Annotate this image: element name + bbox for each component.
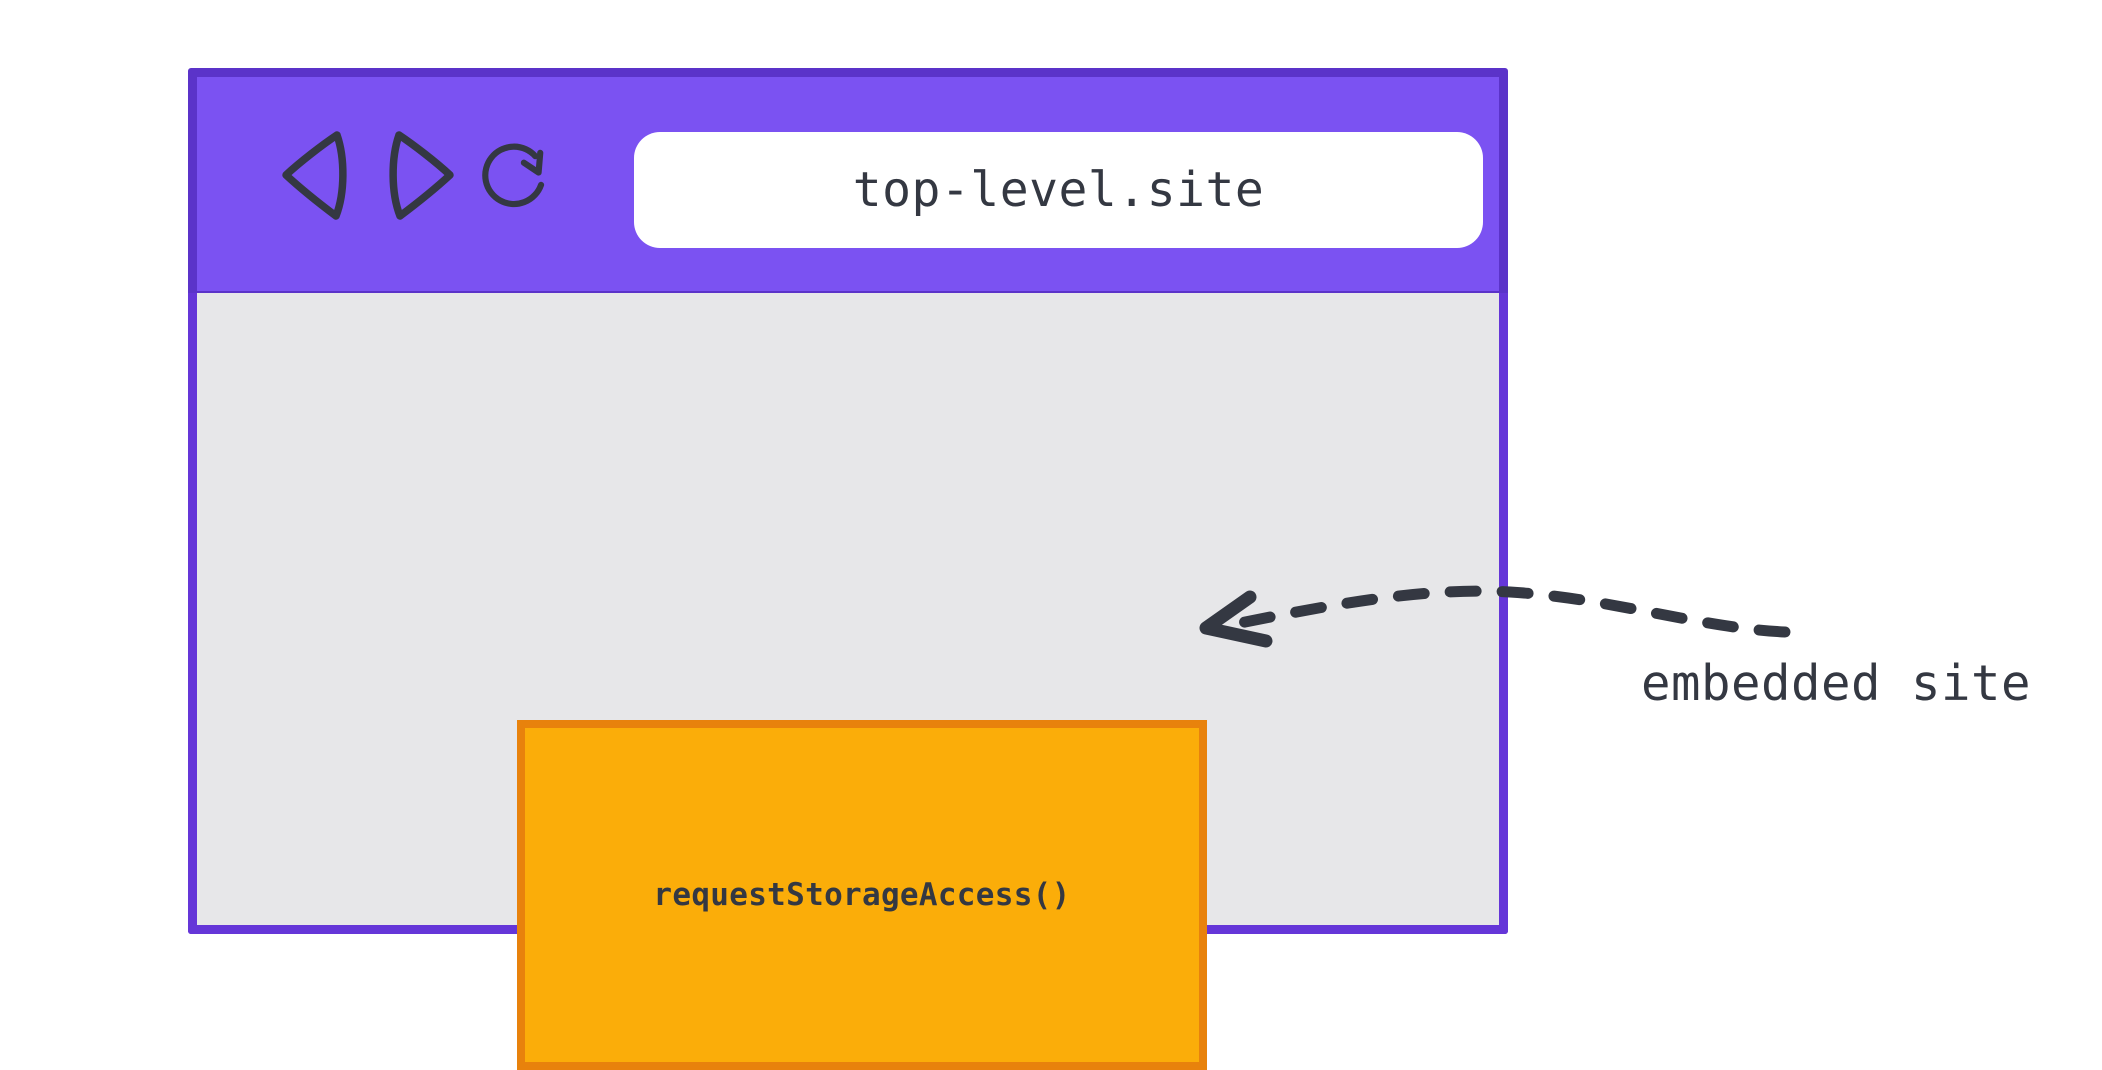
request-storage-access-label: requestStorageAccess() — [653, 877, 1071, 913]
browser-toolbar: top-level.site — [188, 68, 1508, 300]
forward-button[interactable] — [379, 125, 461, 225]
reload-circular-arrow-icon — [473, 125, 555, 225]
browser-window: top-level.site requestStorageAccess() — [188, 68, 1508, 1070]
address-bar[interactable]: top-level.site — [634, 132, 1483, 248]
annotation-label-embedded-site: embedded site — [1641, 655, 2032, 712]
triangle-left-icon — [275, 125, 357, 225]
triangle-right-icon — [379, 125, 461, 225]
navigation-controls — [275, 125, 565, 230]
browser-viewport: requestStorageAccess() — [188, 293, 1508, 1070]
embedded-site-frame[interactable]: requestStorageAccess() — [517, 720, 1207, 1070]
reload-button[interactable] — [473, 125, 555, 225]
back-button[interactable] — [275, 125, 357, 225]
address-bar-value: top-level.site — [852, 162, 1265, 218]
